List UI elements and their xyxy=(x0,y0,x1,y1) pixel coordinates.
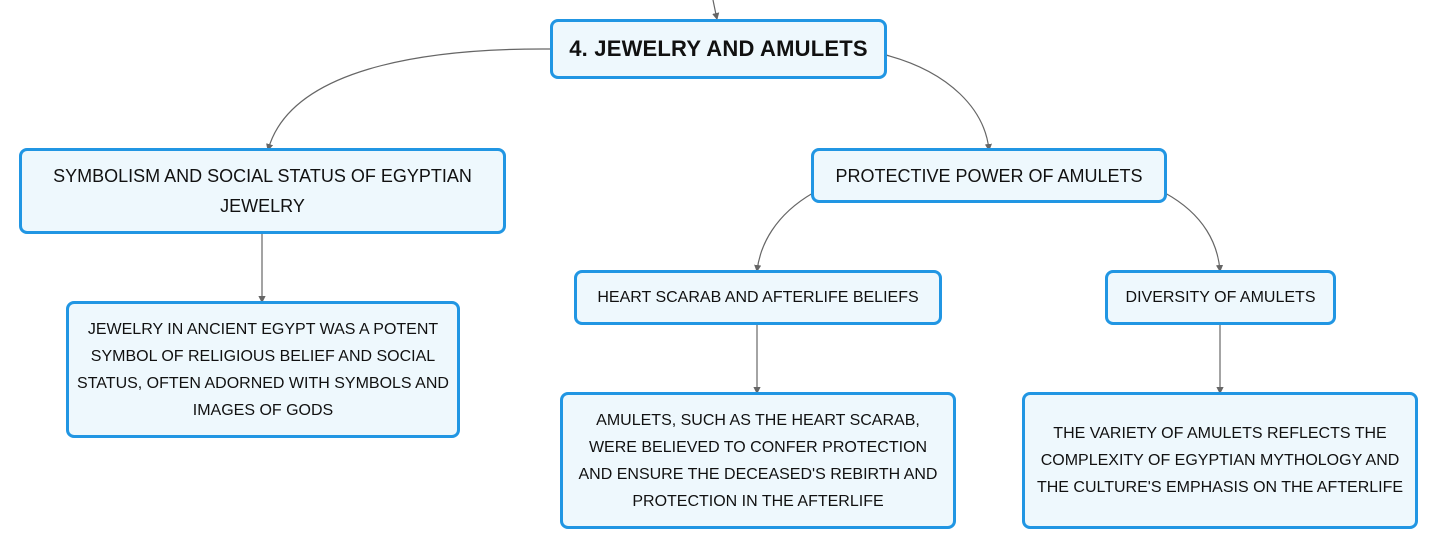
connector-root-to-protective xyxy=(885,54,992,152)
topic-protective-node[interactable]: PROTECTIVE POWER OF AMULETS xyxy=(811,148,1167,203)
subtopic-diversity-node[interactable]: DIVERSITY OF AMULETS xyxy=(1105,270,1336,325)
detail-symbolism-text: JEWELRY IN ANCIENT EGYPT WAS A POTENT SY… xyxy=(77,320,449,419)
detail-heart-scarab-node[interactable]: AMULETS, SUCH AS THE HEART SCARAB, WERE … xyxy=(560,392,956,529)
root-topic-label: 4. JEWELRY AND AMULETS xyxy=(569,36,868,61)
detail-diversity-text: THE VARIETY OF AMULETS REFLECTS THE COMP… xyxy=(1036,425,1404,496)
subtopic-heart-scarab-label: HEART SCARAB AND AFTERLIFE BELIEFS xyxy=(597,288,919,306)
subtopic-heart-scarab-node[interactable]: HEART SCARAB AND AFTERLIFE BELIEFS xyxy=(574,270,942,325)
topic-symbolism-label: SYMBOLISM AND SOCIAL STATUS OF EGYPTIAN … xyxy=(53,166,472,216)
subtopic-diversity-label: DIVERSITY OF AMULETS xyxy=(1125,288,1316,306)
connector-incoming-to-root xyxy=(712,0,720,21)
connector-protective-to-diversity xyxy=(1164,192,1224,273)
connector-protective-to-heart-scarab xyxy=(754,192,814,273)
root-topic-node[interactable]: 4. JEWELRY AND AMULETS xyxy=(550,19,887,79)
detail-symbolism-node[interactable]: JEWELRY IN ANCIENT EGYPT WAS A POTENT SY… xyxy=(66,301,460,438)
detail-heart-scarab-text: AMULETS, SUCH AS THE HEART SCARAB, WERE … xyxy=(578,411,938,510)
topic-symbolism-node[interactable]: SYMBOLISM AND SOCIAL STATUS OF EGYPTIAN … xyxy=(19,148,506,234)
topic-protective-label: PROTECTIVE POWER OF AMULETS xyxy=(835,165,1143,186)
detail-diversity-node[interactable]: THE VARIETY OF AMULETS REFLECTS THE COMP… xyxy=(1022,392,1418,529)
connector-root-to-symbolism xyxy=(266,48,552,152)
